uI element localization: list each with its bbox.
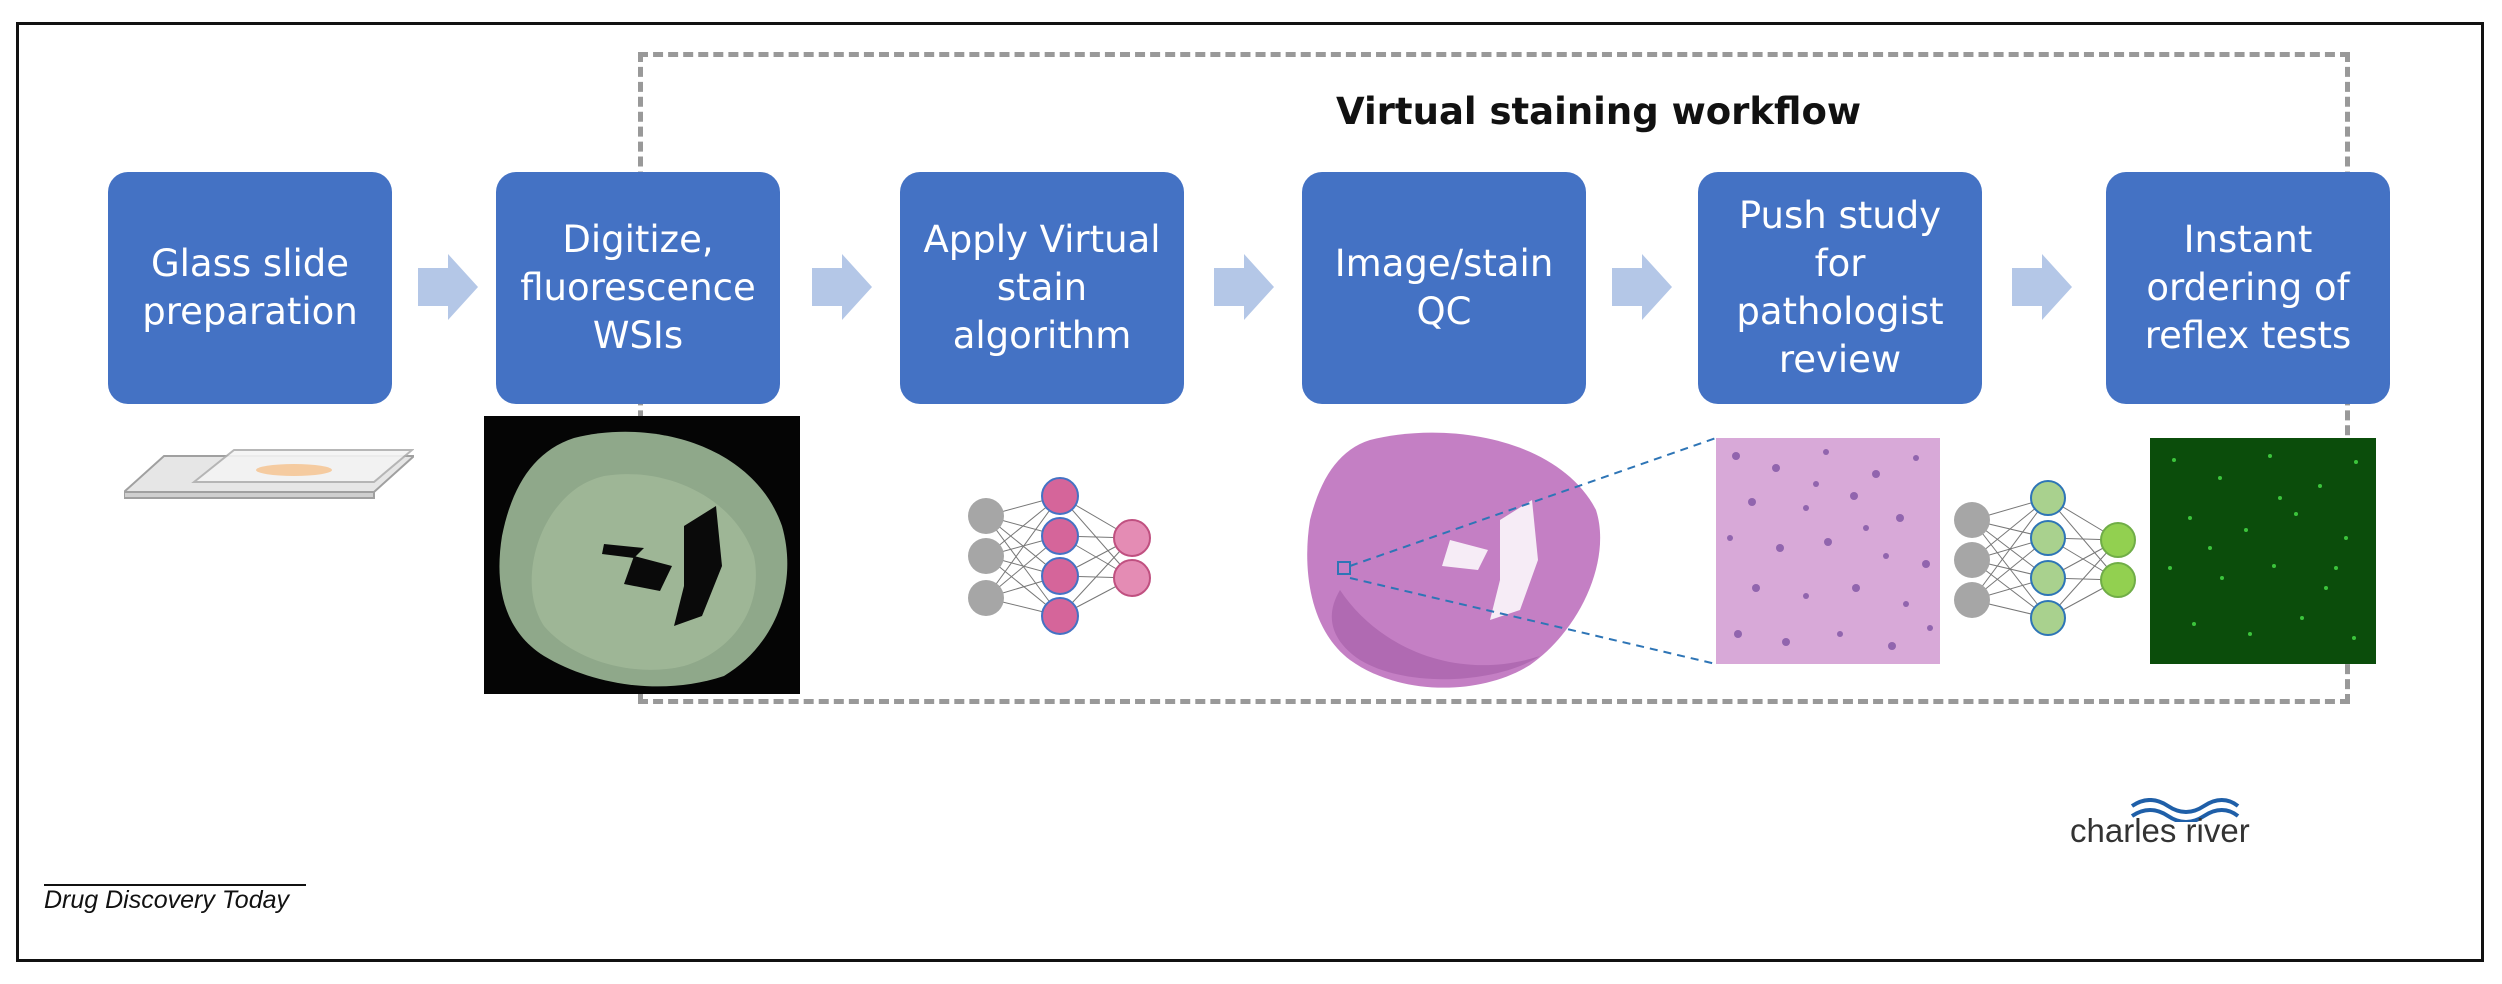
figure-frame <box>16 22 2484 962</box>
he-brain-section-image <box>1307 432 1601 688</box>
he-zoom-tile-image <box>1716 438 1940 664</box>
step-label: Push study for pathologist review <box>1736 194 1944 381</box>
he-tissue-texture <box>1716 438 1940 664</box>
step-push-study: Push study for pathologist review <box>1698 172 1982 404</box>
fluorescence-wsi-image <box>484 416 800 694</box>
zoom-callout-lines <box>1349 437 1717 665</box>
right-arrow-icon <box>1214 254 1274 320</box>
step-glass-slide-preparation: Glass slide preparation <box>108 172 392 404</box>
step-digitize: Digitize, fluorescence WSIs <box>496 172 780 404</box>
step-label: Image/stain QC <box>1334 242 1554 333</box>
neural-network-green-icon <box>1954 480 2136 636</box>
fluorescent-texture <box>2150 438 2376 664</box>
right-arrow-icon <box>418 254 478 320</box>
journal-caption: Drug Discovery Today <box>44 886 290 914</box>
step-instant-ordering: Instant ordering of reflex tests <box>2106 172 2390 404</box>
step-label: Glass slide preparation <box>142 242 358 333</box>
charles-river-wave-logo-icon <box>2130 798 2240 822</box>
fluorescent-reflex-tile-image <box>2150 438 2376 664</box>
right-arrow-icon <box>1612 254 1672 320</box>
step-label: Digitize, fluorescence WSIs <box>520 218 756 357</box>
workflow-title: Virtual staining workflow <box>1336 90 1862 133</box>
step-image-stain-qc: Image/stain QC <box>1302 172 1586 404</box>
glass-slide-icon <box>124 449 414 499</box>
right-arrow-icon <box>2012 254 2072 320</box>
step-label: Apply Virtual stain algorithm <box>923 218 1161 357</box>
neural-network-pink-icon <box>968 477 1151 635</box>
brain-section-fluorescence <box>484 416 800 694</box>
step-label: Instant ordering of reflex tests <box>2144 218 2352 357</box>
caption-rule <box>44 884 306 886</box>
step-apply-virtual-stain: Apply Virtual stain algorithm <box>900 172 1184 404</box>
right-arrow-icon <box>812 254 872 320</box>
charles-river-logo-text: charles river <box>2070 812 2250 849</box>
